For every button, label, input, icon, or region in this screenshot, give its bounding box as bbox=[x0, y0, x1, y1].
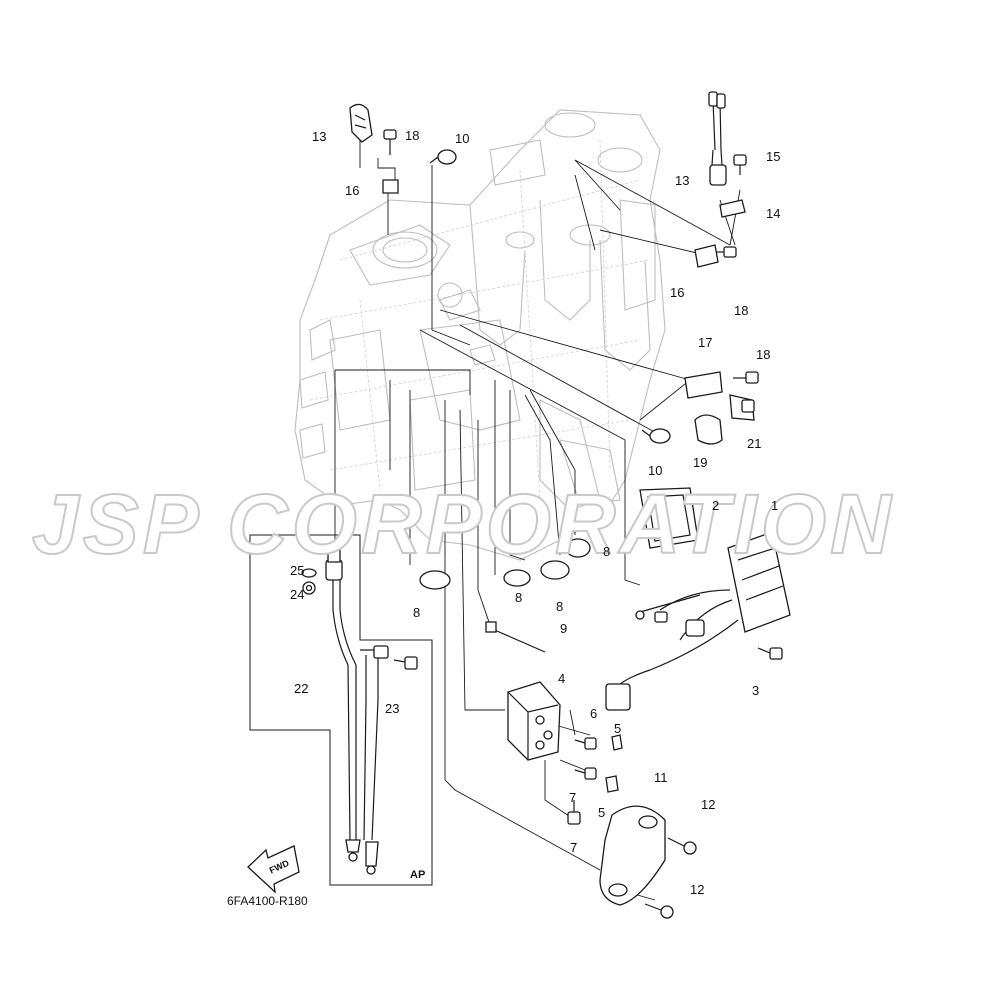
inset-label-ap: AP bbox=[410, 869, 425, 881]
part-5-clip-lower bbox=[605, 775, 619, 793]
callout-9: 9 bbox=[560, 621, 567, 636]
part-18-bolt-right-upper bbox=[710, 246, 737, 258]
part-2-gasket bbox=[639, 487, 699, 549]
part-10-clamp-top bbox=[429, 149, 457, 165]
callout-10-top: 10 bbox=[455, 131, 469, 146]
leader-lines bbox=[334, 140, 741, 901]
callout-18-top: 18 bbox=[405, 128, 419, 143]
part-16-bracket-left bbox=[382, 179, 399, 194]
callout-8-d: 8 bbox=[603, 544, 610, 559]
callout-18-right-upper: 18 bbox=[734, 303, 748, 318]
part-15-bolt bbox=[733, 154, 747, 175]
callout-8-a: 8 bbox=[413, 605, 420, 620]
callout-13: 13 bbox=[675, 173, 689, 188]
part-5-clip-upper bbox=[611, 734, 623, 751]
part-18-bolt-right-lower bbox=[733, 371, 759, 384]
part-10-clamp-lower bbox=[641, 428, 671, 444]
part-8-clamp-b bbox=[503, 569, 531, 587]
callout-12-lower: 12 bbox=[690, 882, 704, 897]
part-9-cable-tie bbox=[485, 621, 546, 653]
callout-17: 17 bbox=[698, 335, 712, 350]
callout-21: 21 bbox=[747, 436, 761, 451]
callout-8-c: 8 bbox=[556, 599, 563, 614]
part-14-bracket bbox=[719, 199, 746, 218]
part-1-cdi-unit bbox=[605, 531, 791, 711]
callout-2: 2 bbox=[712, 498, 719, 513]
part-21-sensor bbox=[729, 394, 755, 421]
callout-labels: 13 18 10 16 15 13 14 16 18 17 18 21 19 1… bbox=[290, 128, 780, 897]
callout-12-upper: 12 bbox=[701, 797, 715, 812]
callout-25: 25 bbox=[290, 563, 304, 578]
callout-16-right: 16 bbox=[670, 285, 684, 300]
callout-5-upper: 5 bbox=[614, 721, 621, 736]
callout-22: 22 bbox=[294, 681, 308, 696]
part-25-washer bbox=[301, 568, 317, 578]
part-8-clamp-d bbox=[565, 538, 591, 558]
callout-20: 13 bbox=[312, 129, 326, 144]
callout-8-b: 8 bbox=[515, 590, 522, 605]
part-13-sensor bbox=[708, 91, 727, 186]
engine-block-drawing bbox=[294, 109, 666, 561]
part-19-sensor bbox=[694, 414, 723, 445]
part-12-screw-lower bbox=[644, 903, 674, 919]
part-7-bolt bbox=[567, 800, 581, 825]
part-6-bolt-upper bbox=[574, 737, 597, 750]
part-17-bracket bbox=[684, 371, 723, 399]
callout-1: 1 bbox=[771, 498, 778, 513]
part-20-cable-holder bbox=[349, 103, 373, 143]
callout-16-left: 16 bbox=[345, 183, 359, 198]
callout-3: 3 bbox=[752, 683, 759, 698]
part-24-nut bbox=[302, 581, 316, 595]
callout-19: 19 bbox=[693, 455, 707, 470]
callout-11: 11 bbox=[654, 770, 668, 785]
callout-18-right-lower: 18 bbox=[756, 347, 770, 362]
part-6-bolt-lower bbox=[574, 767, 597, 780]
part-8-clamp-a bbox=[419, 570, 451, 590]
part-12-screw-upper bbox=[667, 837, 697, 855]
callout-24: 24 bbox=[290, 587, 304, 602]
callout-14: 14 bbox=[766, 206, 780, 221]
figure-code: 6FA4100-R180 bbox=[227, 894, 308, 908]
callout-6-upper: 6 bbox=[590, 706, 597, 721]
part-3-bolt bbox=[757, 647, 783, 660]
part-11-cover bbox=[599, 805, 666, 906]
inset-frame-ap bbox=[249, 534, 433, 886]
callout-6-lower: 7 bbox=[569, 790, 576, 805]
part-22-battery-cable bbox=[325, 549, 389, 875]
callout-10-lower: 10 bbox=[648, 463, 662, 478]
part-18-bolt-top bbox=[383, 129, 397, 155]
part-4-relay-block bbox=[507, 681, 561, 761]
fwd-arrow-icon: FWD bbox=[247, 845, 300, 894]
callout-23: 23 bbox=[385, 701, 399, 716]
callout-4: 4 bbox=[558, 671, 565, 686]
callout-5-lower: 5 bbox=[598, 805, 605, 820]
part-8-clamp-c bbox=[540, 560, 570, 580]
callout-15: 15 bbox=[766, 149, 780, 164]
part-23-bolt bbox=[393, 656, 418, 670]
callout-7: 7 bbox=[570, 840, 577, 855]
part-16-bracket-right bbox=[694, 244, 719, 268]
watermark-text: JSP CORPORATION bbox=[32, 477, 895, 571]
